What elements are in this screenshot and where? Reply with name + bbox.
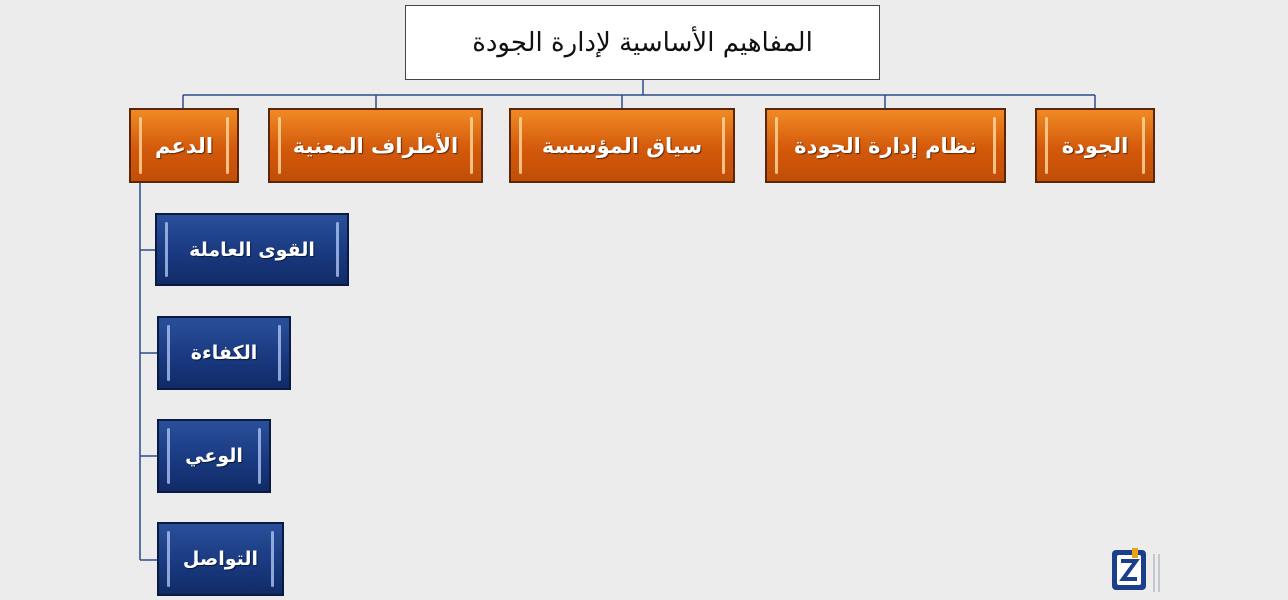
category-organization-context: سياق المؤسسة [509, 108, 735, 183]
root-concept-box: المفاهيم الأساسية لإدارة الجودة [405, 5, 880, 80]
category-interested-parties: الأطراف المعنية [268, 108, 483, 183]
category-quality: الجودة [1035, 108, 1155, 183]
z4-logo-icon [1112, 548, 1160, 592]
support-item-awareness: الوعي [157, 419, 271, 493]
support-item-competence: الكفاءة [157, 316, 291, 390]
category-qms: نظام إدارة الجودة [765, 108, 1006, 183]
category-support: الدعم [129, 108, 239, 183]
support-item-workforce: القوى العاملة [155, 213, 349, 286]
support-item-communication: التواصل [157, 522, 284, 596]
